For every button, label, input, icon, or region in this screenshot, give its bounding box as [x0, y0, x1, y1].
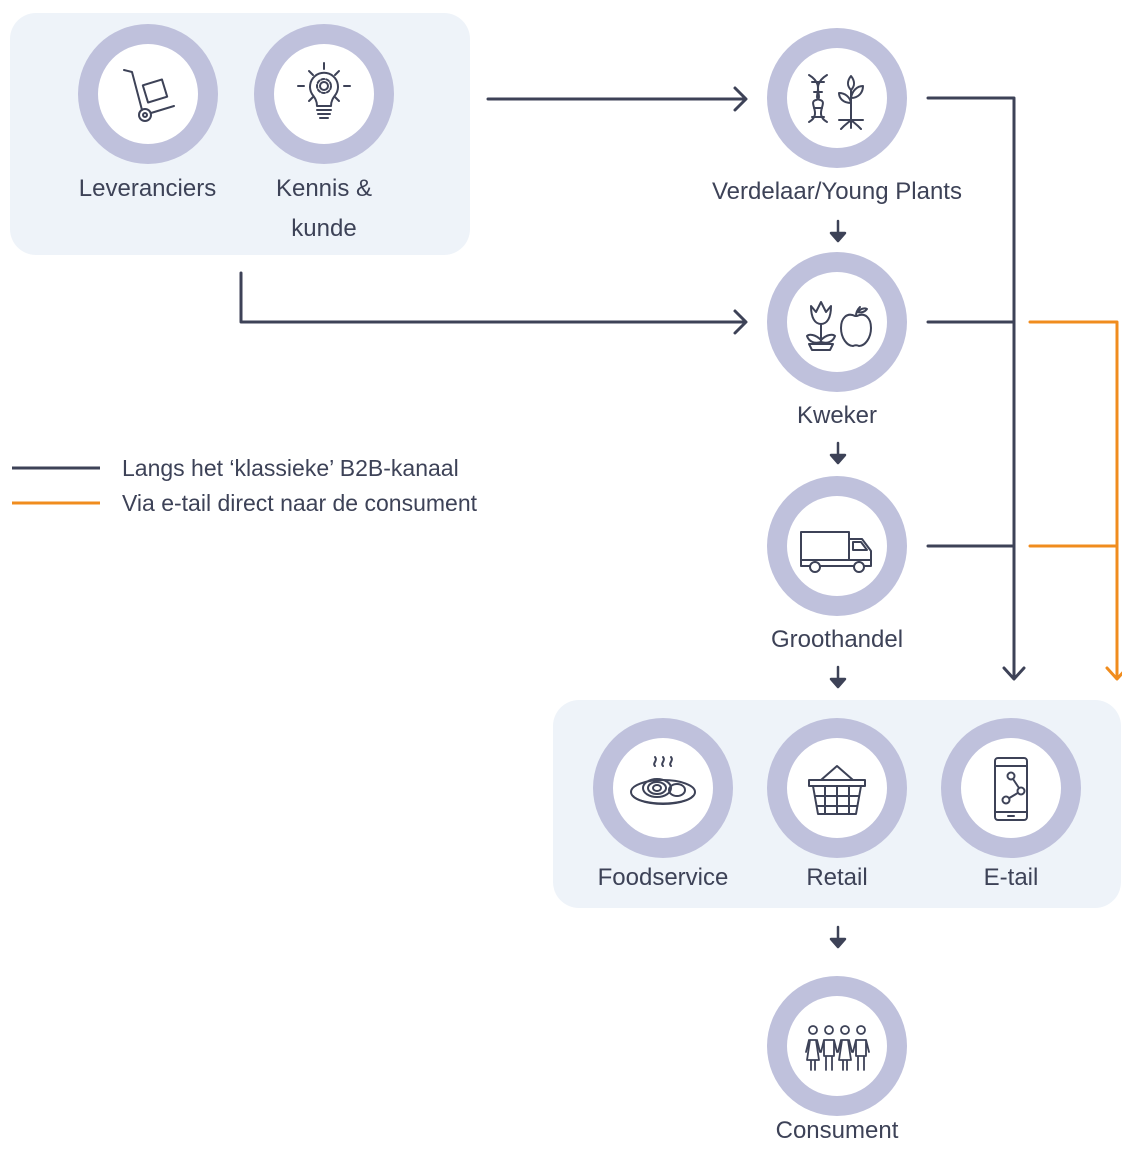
leveranciers-node — [78, 24, 218, 164]
dna-plant-icon — [808, 74, 864, 130]
groothandel-to-channels-arrow — [829, 665, 847, 689]
etail-node — [941, 718, 1081, 858]
kennis-node — [254, 24, 394, 164]
retail-label: Retail — [806, 864, 868, 891]
lightbulb-gear-icon — [297, 62, 351, 119]
people-group-icon — [805, 1025, 870, 1071]
tulip-apple-icon — [806, 301, 872, 351]
verdelaar-to-etail-line — [926, 96, 1016, 680]
kweker-to-groothandel-arrow — [829, 441, 847, 465]
etail-direct-arrowhead — [1105, 666, 1122, 681]
kweker-node — [767, 252, 907, 392]
supplier-to-verdelaar-arrowhead — [733, 86, 748, 112]
groothandel-node — [767, 476, 907, 616]
kweker-to-consumer-etail-line — [1028, 320, 1119, 680]
legend-etail-label: Via e-tail direct naar de consument — [122, 490, 477, 516]
hand-truck-icon — [123, 69, 175, 122]
supplier-panel — [10, 13, 470, 255]
channels-to-consumer-arrow — [829, 925, 847, 949]
legend-b2b-label: Langs het ‘klassieke’ B2B-kanaal — [122, 455, 459, 481]
retail-node — [767, 718, 907, 858]
foodservice-node — [593, 718, 733, 858]
etail-label: E-tail — [983, 864, 1039, 891]
etail-trunk-arrowhead — [1002, 666, 1026, 681]
supplier-to-kweker-line — [239, 271, 747, 324]
shopping-basket-icon — [808, 765, 866, 815]
consument-node — [767, 976, 907, 1116]
supplier-to-kweker-arrowhead — [733, 309, 748, 335]
leveranciers-label: Leveranciers — [78, 175, 217, 202]
consument-label: Consument — [775, 1117, 899, 1144]
kweker-label: Kweker — [796, 402, 878, 429]
verdelaar-label: Verdelaar/Young Plants — [712, 178, 962, 205]
truck-icon — [800, 531, 872, 573]
food-plate-icon — [630, 756, 696, 805]
verdelaar-to-kweker-arrow — [829, 219, 847, 243]
smartphone-network-icon — [994, 757, 1028, 821]
kennis-label-line1: Kennis & — [275, 175, 373, 202]
kennis-label-line2: kunde — [291, 215, 357, 242]
groothandel-label: Groothandel — [770, 626, 904, 653]
verdelaar-node — [767, 28, 907, 168]
foodservice-label: Foodservice — [597, 864, 729, 891]
